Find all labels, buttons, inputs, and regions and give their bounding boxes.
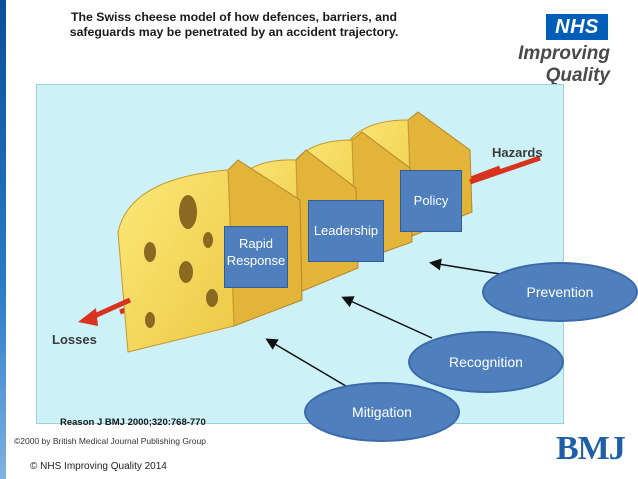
prevention-pointer	[429, 258, 501, 275]
stage-prevention: Prevention	[482, 262, 638, 322]
losses-arrowhead	[78, 308, 98, 326]
nhs-copyright: © NHS Improving Quality 2014	[30, 461, 167, 472]
hazards-label: Hazards	[492, 145, 543, 160]
losses-label: Losses	[52, 332, 97, 347]
nhs-tagline: Improving Quality	[518, 43, 610, 86]
stage-mitigation: Mitigation	[304, 382, 460, 442]
reference-citation: Reason J BMJ 2000;320:768-770	[60, 417, 206, 428]
recognition-pointer	[341, 296, 433, 339]
stage-recognition: Recognition	[408, 331, 564, 393]
barrier-rapid-response: Rapid Response	[224, 226, 288, 288]
barrier-policy: Policy	[400, 170, 462, 232]
hazard-arrow-tail	[469, 155, 541, 185]
mitigation-pointer	[265, 338, 357, 393]
bmj-copyright: ©2000 by British Medical Journal Publish…	[14, 436, 206, 446]
bmj-logo: BMJ	[556, 430, 626, 467]
nhs-logo: NHS	[546, 14, 608, 40]
slide-title: The Swiss cheese model of how defences, …	[69, 10, 399, 39]
barrier-leadership: Leadership	[308, 200, 384, 262]
side-accent-bar	[0, 0, 6, 479]
